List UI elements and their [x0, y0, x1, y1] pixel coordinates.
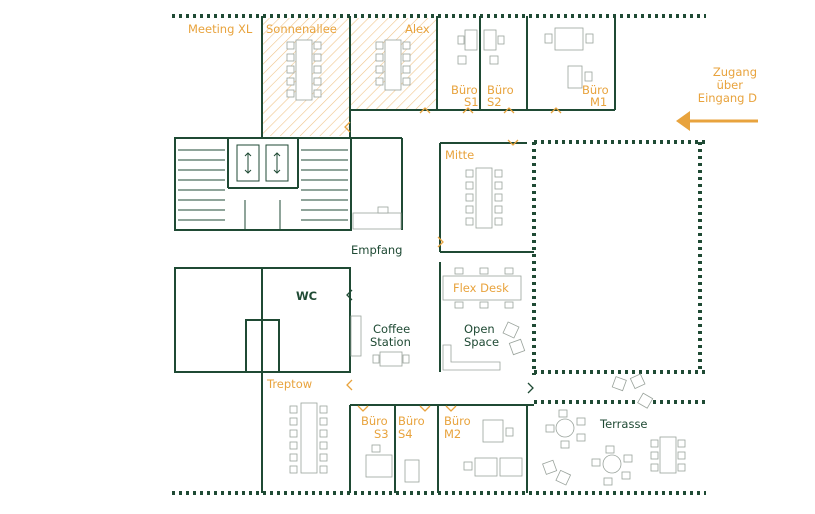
label-buero-m2-line1: Büro [444, 414, 471, 428]
label-buero-m1-line2: M1 [590, 95, 607, 109]
arrow-left-icon [676, 111, 758, 131]
label-treptow: Treptow [266, 377, 312, 391]
label-open-space-line2: Space [464, 335, 499, 349]
label-sonnenallee: Sonnenallee [266, 22, 337, 36]
label-buero-s1-line1: Büro [451, 83, 478, 97]
label-alex: Alex [405, 22, 430, 36]
access-line-1: Zugang [713, 65, 757, 79]
label-buero-s3-line1: Büro [361, 414, 388, 428]
label-coffee-line2: Station [370, 335, 411, 349]
label-coffee-line1: Coffee [373, 322, 410, 336]
label-open-space-line1: Open [464, 322, 495, 336]
label-buero-m1-line1: Büro [582, 83, 609, 97]
door-markers [344, 107, 562, 412]
elevator-arrows-icon [236, 144, 289, 182]
label-buero-s2-line1: Büro [487, 83, 514, 97]
access-line-2: über [717, 78, 744, 92]
access-line-3: Eingang D [698, 91, 757, 105]
stairs [178, 149, 348, 230]
label-buero-s4-line1: Büro [398, 414, 425, 428]
label-empfang: Empfang [351, 243, 402, 257]
label-buero-s1-line2: S1 [464, 95, 479, 109]
label-buero-s4-line2: S4 [398, 427, 413, 441]
label-buero-s3-line2: S3 [374, 427, 389, 441]
label-terrasse: Terrasse [599, 417, 648, 431]
label-flex-desk: Flex Desk [453, 281, 509, 295]
label-mitte: Mitte [445, 148, 474, 162]
label-wc: WC [296, 289, 317, 303]
label-buero-m2-line2: M2 [444, 427, 461, 441]
label-buero-s2-line2: S2 [487, 95, 502, 109]
label-meeting-xl: Meeting XL [188, 22, 253, 36]
furniture [286, 27, 686, 486]
walls [174, 16, 616, 493]
